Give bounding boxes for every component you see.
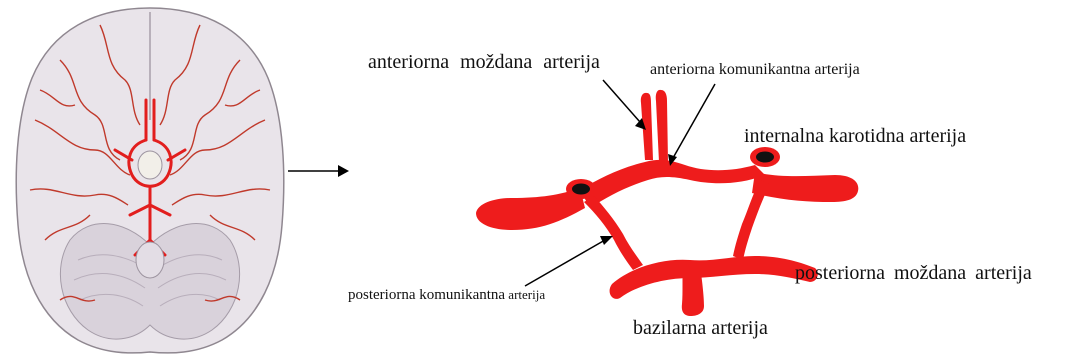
arrowhead-posterior-communicating — [600, 236, 613, 245]
basilar-artery — [682, 265, 704, 316]
label-anterior-cerebral-artery: anteriorna moždana arterija — [368, 52, 600, 72]
label-anterior-communicating-artery: anteriorna komunikantna arterija — [650, 62, 860, 78]
posterior-communicating-right — [733, 180, 770, 260]
pointer-anterior-communicating — [673, 84, 715, 158]
anterior-cerebral-artery-right — [656, 90, 668, 162]
pointer-posterior-communicating — [525, 240, 605, 286]
brainstem — [136, 242, 164, 278]
posterior-communicating-left — [584, 196, 643, 270]
internal-carotid-opening-left — [566, 179, 596, 199]
label-posterior-communicating-artery: posteriorna komunikantna arterija — [348, 288, 545, 303]
label-basilar-artery: bazilarna arterija — [633, 318, 768, 338]
label-posterior-communicating-main: posteriorna komunikantna — [348, 287, 505, 303]
pituitary-region — [138, 151, 162, 179]
arterial-ring — [580, 160, 765, 208]
label-posterior-communicating-tail: arterija — [505, 287, 545, 302]
label-internal-carotid-artery: internalna karotidna arterija — [744, 126, 966, 146]
brain-illustration — [16, 8, 284, 353]
right-arrow-icon — [288, 165, 349, 177]
label-posterior-cerebral-artery: posteriorna moždana arterija — [795, 263, 1032, 283]
internal-carotid-opening-right — [750, 147, 780, 167]
pointer-anterior-cerebral — [603, 80, 640, 122]
